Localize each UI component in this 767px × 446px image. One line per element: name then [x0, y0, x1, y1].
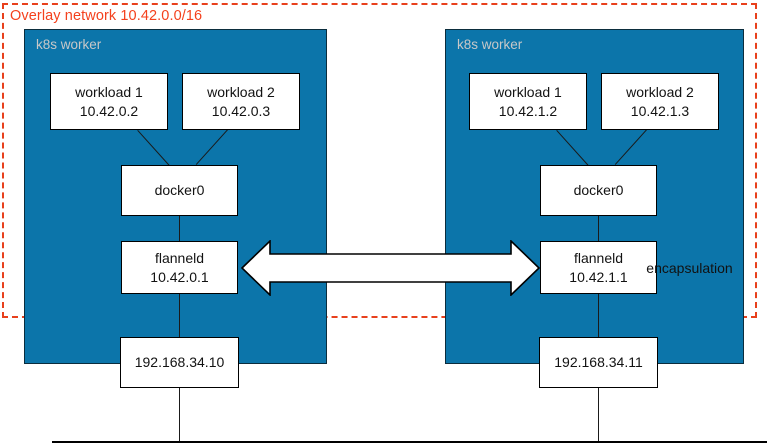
node-workload1-right-name: workload 1 — [494, 84, 562, 101]
node-flanneld-left[interactable]: flanneld 10.42.0.1 — [121, 241, 238, 294]
k8s-worker-label-left: k8s worker — [36, 37, 102, 52]
node-workload1-left[interactable]: workload 1 10.42.0.2 — [50, 73, 168, 130]
double-arrow-icon — [240, 239, 541, 297]
overlay-network-boundary — [2, 3, 757, 318]
node-flanneld-right[interactable]: flanneld 10.42.1.1 — [540, 241, 657, 294]
node-workload1-left-ip: 10.42.0.2 — [79, 102, 139, 119]
node-flanneld-left-name: flanneld — [154, 250, 205, 267]
node-docker0-right[interactable]: docker0 — [540, 165, 657, 216]
node-flanneld-left-ip: 10.42.0.1 — [150, 268, 209, 285]
edge-docker0-flanneld-left — [179, 216, 181, 242]
overlay-network-title: Overlay network 10.42.0.0/16 — [10, 8, 203, 24]
node-workload2-left[interactable]: workload 2 10.42.0.3 — [182, 73, 300, 130]
node-docker0-right-name: docker0 — [573, 182, 624, 199]
node-workload1-right[interactable]: workload 1 10.42.1.2 — [469, 73, 587, 130]
node-host-ip-left-value: 192.168.34.10 — [134, 354, 225, 371]
edge-flanneld-host-left — [179, 294, 181, 338]
node-workload1-right-ip: 10.42.1.2 — [498, 102, 558, 119]
node-flanneld-right-name: flanneld — [573, 250, 624, 267]
k8s-worker-label-right: k8s worker — [457, 37, 523, 52]
node-host-ip-right-value: 192.168.34.11 — [554, 354, 643, 371]
edge-host-bus-left — [179, 388, 181, 442]
node-flanneld-right-ip: 10.42.1.1 — [569, 268, 628, 285]
node-workload2-right-ip: 10.42.1.3 — [630, 102, 690, 119]
edge-flanneld-host-right — [598, 294, 600, 338]
node-docker0-left[interactable]: docker0 — [121, 165, 238, 216]
node-workload2-right-name: workload 2 — [626, 84, 694, 101]
node-host-ip-right[interactable]: 192.168.34.11 — [539, 337, 658, 388]
edge-host-bus-right — [598, 388, 600, 442]
node-workload2-right[interactable]: workload 2 10.42.1.3 — [601, 73, 719, 130]
node-workload2-left-ip: 10.42.0.3 — [211, 102, 271, 119]
node-docker0-left-name: docker0 — [154, 182, 205, 199]
node-host-ip-left[interactable]: 192.168.34.10 — [120, 337, 239, 388]
node-workload1-left-name: workload 1 — [75, 84, 143, 101]
physical-network-bus — [52, 441, 767, 443]
node-workload2-left-name: workload 2 — [207, 84, 275, 101]
encapsulation-arrow: encapsulation — [240, 239, 733, 297]
edge-docker0-flanneld-right — [598, 216, 600, 242]
